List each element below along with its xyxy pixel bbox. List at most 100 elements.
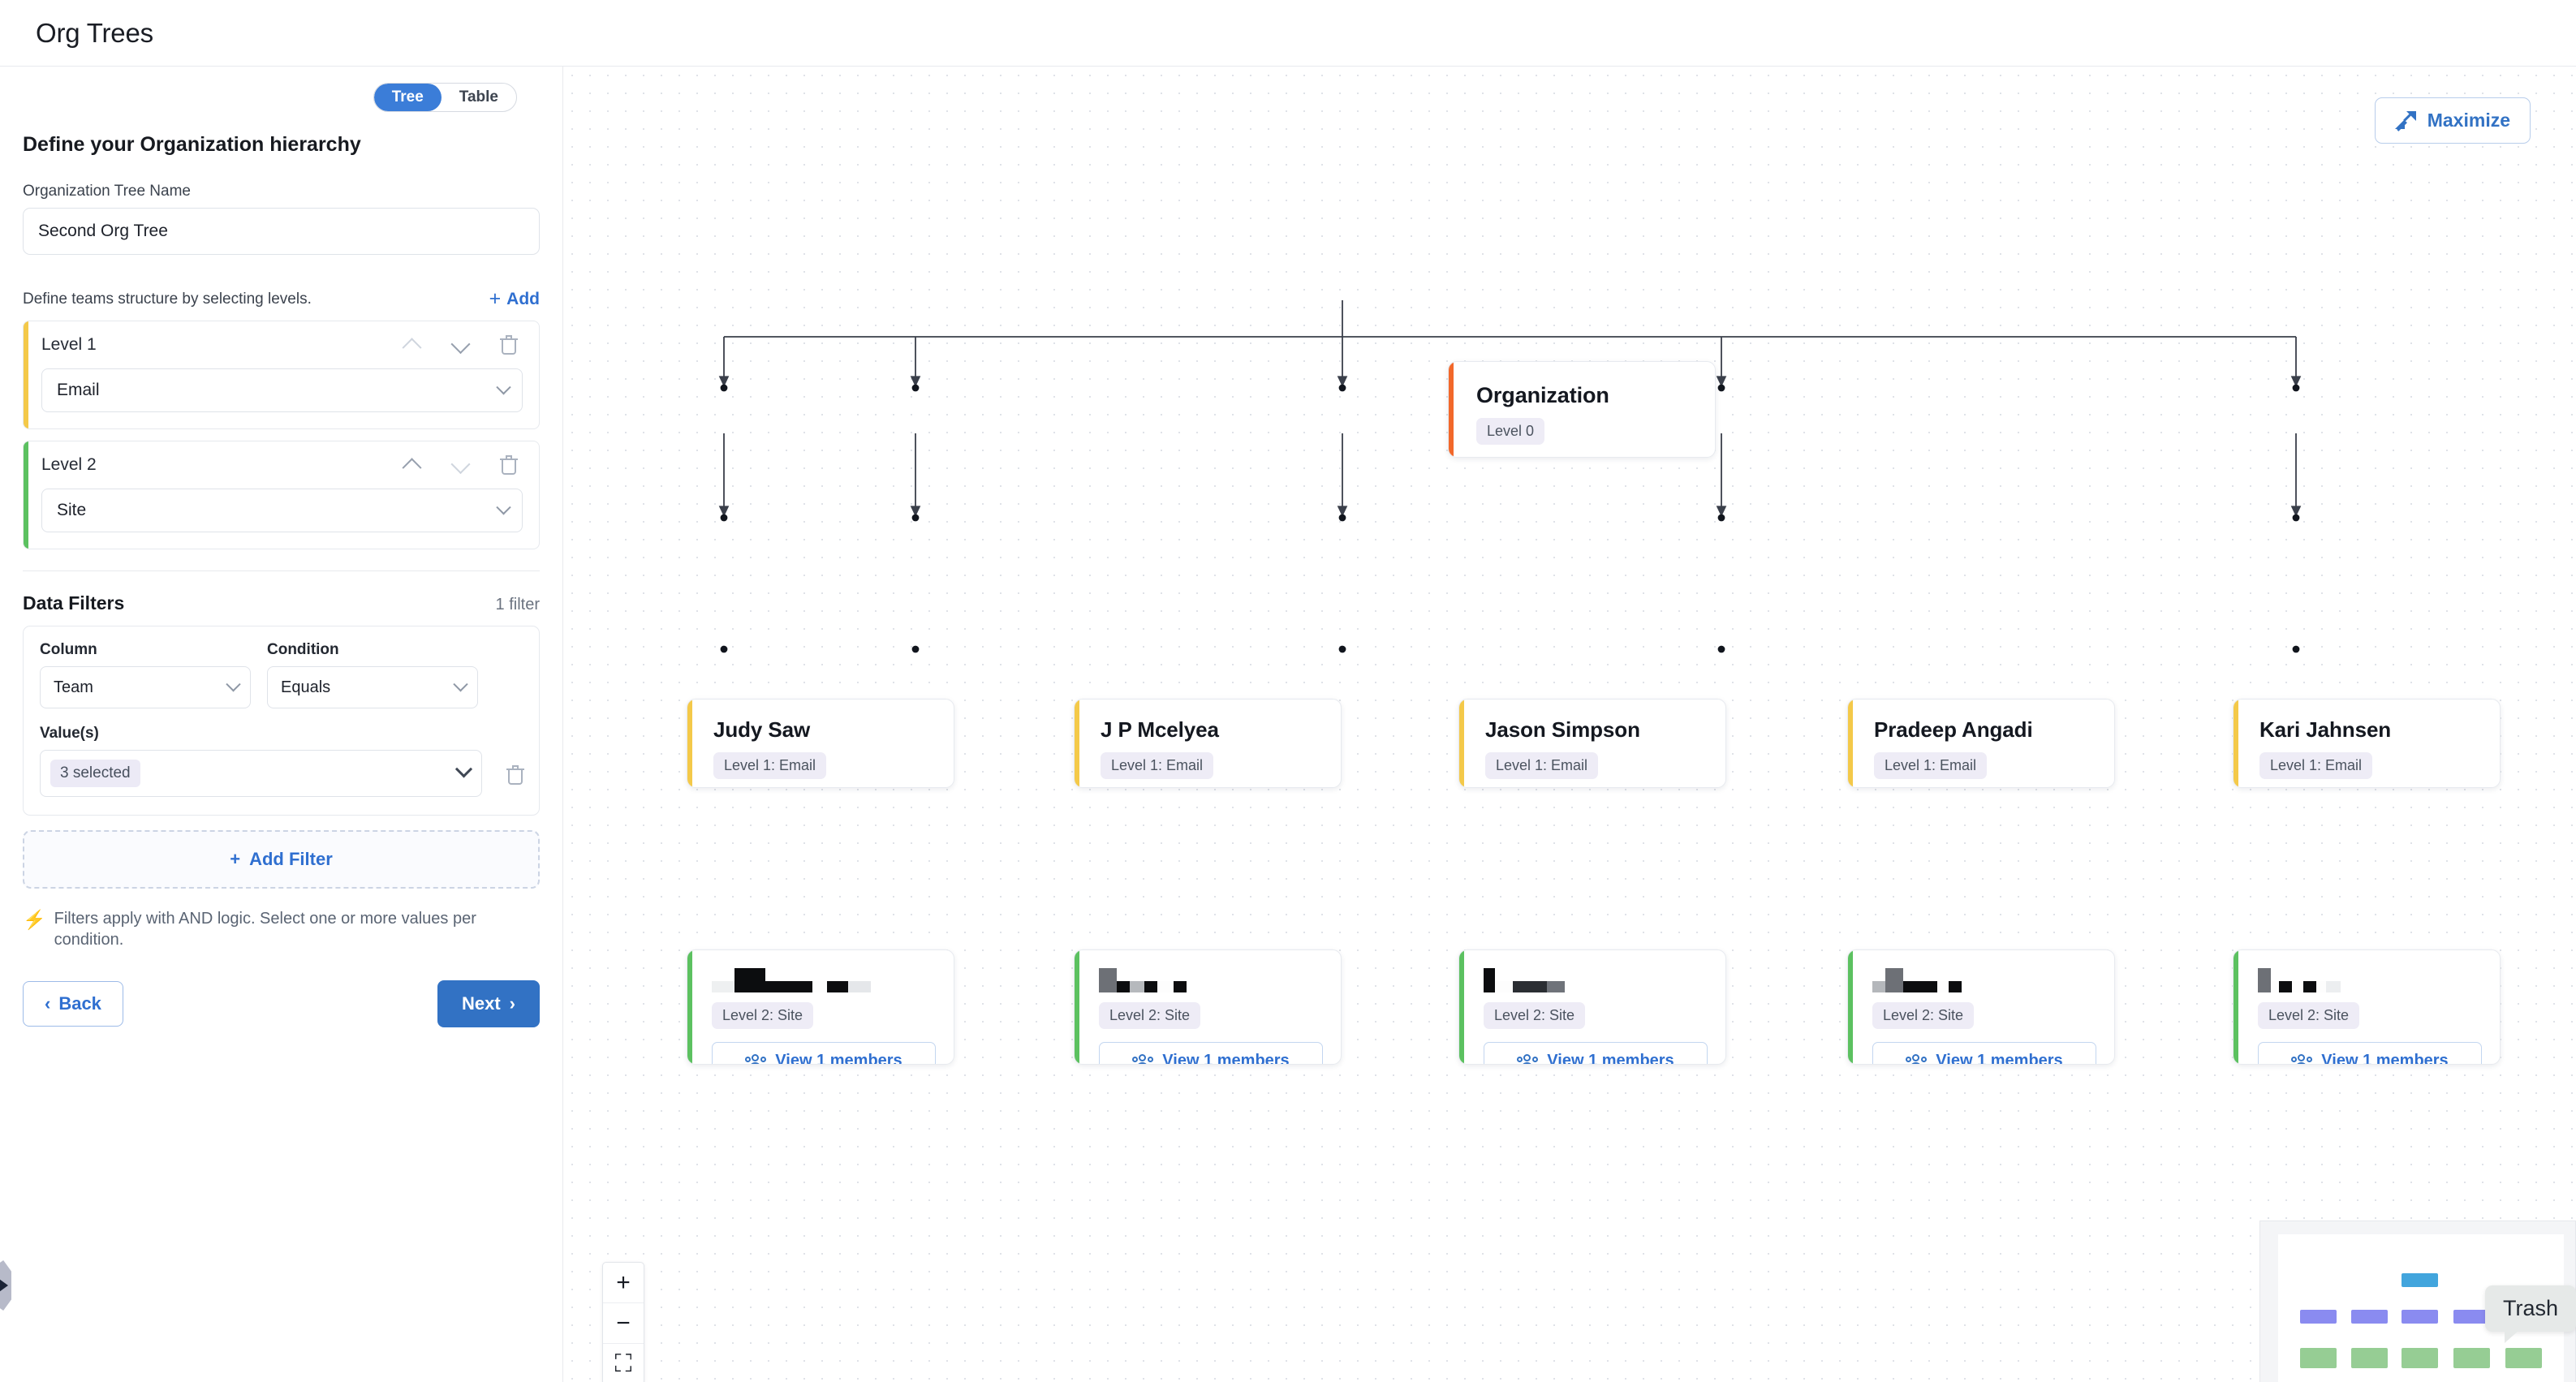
level-name: Level 1 bbox=[41, 335, 97, 354]
tab-tree[interactable]: Tree bbox=[373, 84, 442, 111]
filter-column-group: Column Team bbox=[40, 641, 251, 708]
level-card[interactable]: Level 1 Email bbox=[23, 321, 540, 429]
node-level-badge: Level 1: Email bbox=[1874, 752, 1988, 779]
org-node-level2[interactable]: Level 2: Site View 1 members bbox=[1847, 949, 2115, 1065]
chevron-down-icon bbox=[496, 379, 511, 394]
org-node-level2[interactable]: Level 2: Site View 1 members bbox=[2233, 949, 2501, 1065]
node-level-badge: Level 2: Site bbox=[1099, 1002, 1201, 1029]
config-sidebar: Tree Table Define your Organization hier… bbox=[0, 67, 563, 1382]
org-node-level2[interactable]: Level 2: Site View 1 members bbox=[1458, 949, 1726, 1065]
zoom-in-button[interactable]: + bbox=[603, 1263, 644, 1303]
maximize-button[interactable]: Maximize bbox=[2374, 97, 2531, 144]
view-members-button[interactable]: View 1 members bbox=[1872, 1042, 2096, 1065]
trash-tooltip: Trash bbox=[2484, 1285, 2576, 1343]
add-level-label: Add bbox=[506, 289, 540, 308]
filter-values-select[interactable]: 3 selected bbox=[40, 750, 482, 797]
tree-name-input[interactable] bbox=[23, 208, 540, 255]
minimap-node-l1 bbox=[2453, 1310, 2490, 1324]
level-card[interactable]: Level 2 Site bbox=[23, 441, 540, 549]
org-node-root[interactable]: Organization Level 0 bbox=[1448, 361, 1716, 458]
plus-icon: + bbox=[489, 287, 502, 310]
sidebar-collapse-handle[interactable] bbox=[0, 1260, 11, 1311]
zoom-controls[interactable]: + − ⛶ bbox=[602, 1262, 644, 1382]
node-title: Kari Jahnsen bbox=[2259, 717, 2392, 742]
view-toggle[interactable]: Tree Table bbox=[373, 83, 517, 112]
people-icon bbox=[1906, 1053, 1928, 1064]
minimap-node-root bbox=[2402, 1273, 2438, 1287]
move-down-button[interactable] bbox=[450, 334, 471, 355]
level-field-select[interactable]: Email bbox=[41, 368, 523, 412]
maximize-icon bbox=[2394, 110, 2416, 131]
org-node-level2[interactable]: Level 2: Site View 1 members bbox=[1074, 949, 1342, 1065]
node-level-badge: Level 2: Site bbox=[1484, 1002, 1586, 1029]
chevron-right-icon: › bbox=[509, 992, 515, 1014]
org-node-level1[interactable]: J P Mcelyea Level 1: Email bbox=[1074, 699, 1342, 788]
move-down-button[interactable] bbox=[450, 454, 471, 476]
tree-name-label: Organization Tree Name bbox=[23, 183, 191, 200]
view-members-label: View 1 members bbox=[775, 1052, 902, 1065]
app-header: Org Trees bbox=[0, 0, 2576, 67]
filter-count: 1 filter bbox=[495, 596, 540, 614]
chevron-down-icon bbox=[496, 499, 511, 514]
zoom-out-button[interactable]: − bbox=[603, 1303, 644, 1344]
view-members-button[interactable]: View 1 members bbox=[712, 1042, 936, 1065]
fit-view-button[interactable]: ⛶ bbox=[614, 1350, 632, 1377]
minimap-node-l1 bbox=[2351, 1310, 2388, 1324]
page-body: Tree Table Define your Organization hier… bbox=[0, 67, 2576, 1382]
filter-row: Column Team Condition Equals bbox=[40, 641, 523, 708]
view-members-label: View 1 members bbox=[1162, 1052, 1290, 1065]
node-title: Organization bbox=[1476, 383, 1609, 407]
node-title: Pradeep Angadi bbox=[1874, 717, 2033, 742]
back-button[interactable]: ‹ Back bbox=[23, 980, 123, 1027]
view-members-label: View 1 members bbox=[1936, 1052, 2063, 1065]
delete-level-button[interactable] bbox=[498, 454, 519, 476]
chevron-down-icon bbox=[450, 454, 471, 474]
level-card-header: Level 1 bbox=[41, 334, 523, 357]
view-members-button[interactable]: View 1 members bbox=[1484, 1042, 1708, 1064]
tab-table[interactable]: Table bbox=[459, 88, 498, 105]
level-field-value: Email bbox=[57, 381, 100, 399]
chevron-up-icon bbox=[401, 457, 422, 477]
add-filter-button[interactable]: + Add Filter bbox=[23, 830, 540, 889]
node-title-redacted bbox=[1872, 965, 2096, 992]
view-members-button[interactable]: View 1 members bbox=[1099, 1042, 1323, 1065]
view-members-button[interactable]: View 1 members bbox=[2258, 1042, 2482, 1065]
node-level-badge: Level 2: Site bbox=[2258, 1002, 2360, 1029]
level-field-select[interactable]: Site bbox=[41, 489, 523, 532]
move-up-button[interactable] bbox=[401, 334, 422, 357]
next-button[interactable]: Next › bbox=[437, 979, 540, 1027]
org-node-level1[interactable]: Kari Jahnsen Level 1: Email bbox=[2233, 699, 2501, 788]
people-icon bbox=[1132, 1053, 1154, 1064]
chevron-down-icon bbox=[454, 760, 473, 777]
node-level-badge: Level 0 bbox=[1476, 418, 1545, 445]
people-icon bbox=[2291, 1053, 2313, 1064]
minimap-node-l2 bbox=[2505, 1348, 2542, 1368]
filter-card: Column Team Condition Equals Value(s) bbox=[23, 626, 540, 816]
chevron-left-icon: ‹ bbox=[45, 992, 51, 1014]
org-node-level2[interactable]: Level 2: Site View 1 members bbox=[687, 949, 954, 1065]
level-field-value: Site bbox=[57, 501, 87, 519]
view-members-label: View 1 members bbox=[2321, 1052, 2449, 1065]
node-title: J P Mcelyea bbox=[1101, 717, 1219, 742]
org-node-level1[interactable]: Jason Simpson Level 1: Email bbox=[1458, 699, 1726, 788]
filter-condition-value: Equals bbox=[281, 678, 331, 696]
org-chart-canvas[interactable]: Maximize bbox=[563, 67, 2576, 1382]
delete-filter-button[interactable] bbox=[505, 764, 526, 786]
delete-level-button[interactable] bbox=[498, 334, 519, 355]
filter-condition-select[interactable]: Equals bbox=[267, 666, 478, 708]
org-node-level1[interactable]: Pradeep Angadi Level 1: Email bbox=[1847, 699, 2115, 788]
node-title-redacted bbox=[712, 965, 936, 992]
filter-condition-label: Condition bbox=[267, 641, 339, 658]
add-level-button[interactable]: + Add bbox=[489, 289, 540, 309]
move-up-button[interactable] bbox=[401, 454, 422, 477]
minimap-node-l2 bbox=[2402, 1348, 2438, 1368]
filter-column-select[interactable]: Team bbox=[40, 666, 251, 708]
trash-icon bbox=[500, 455, 518, 475]
org-node-level1[interactable]: Judy Saw Level 1: Email bbox=[687, 699, 954, 788]
chevron-up-icon bbox=[401, 337, 422, 357]
filters-hint-row: ⚡ Filters apply with AND logic. Select o… bbox=[23, 908, 540, 951]
level-card-header: Level 2 bbox=[41, 454, 523, 477]
data-filters-header: Data Filters 1 filter bbox=[23, 592, 540, 614]
filter-values-label: Value(s) bbox=[40, 725, 99, 742]
level-controls bbox=[401, 334, 523, 357]
